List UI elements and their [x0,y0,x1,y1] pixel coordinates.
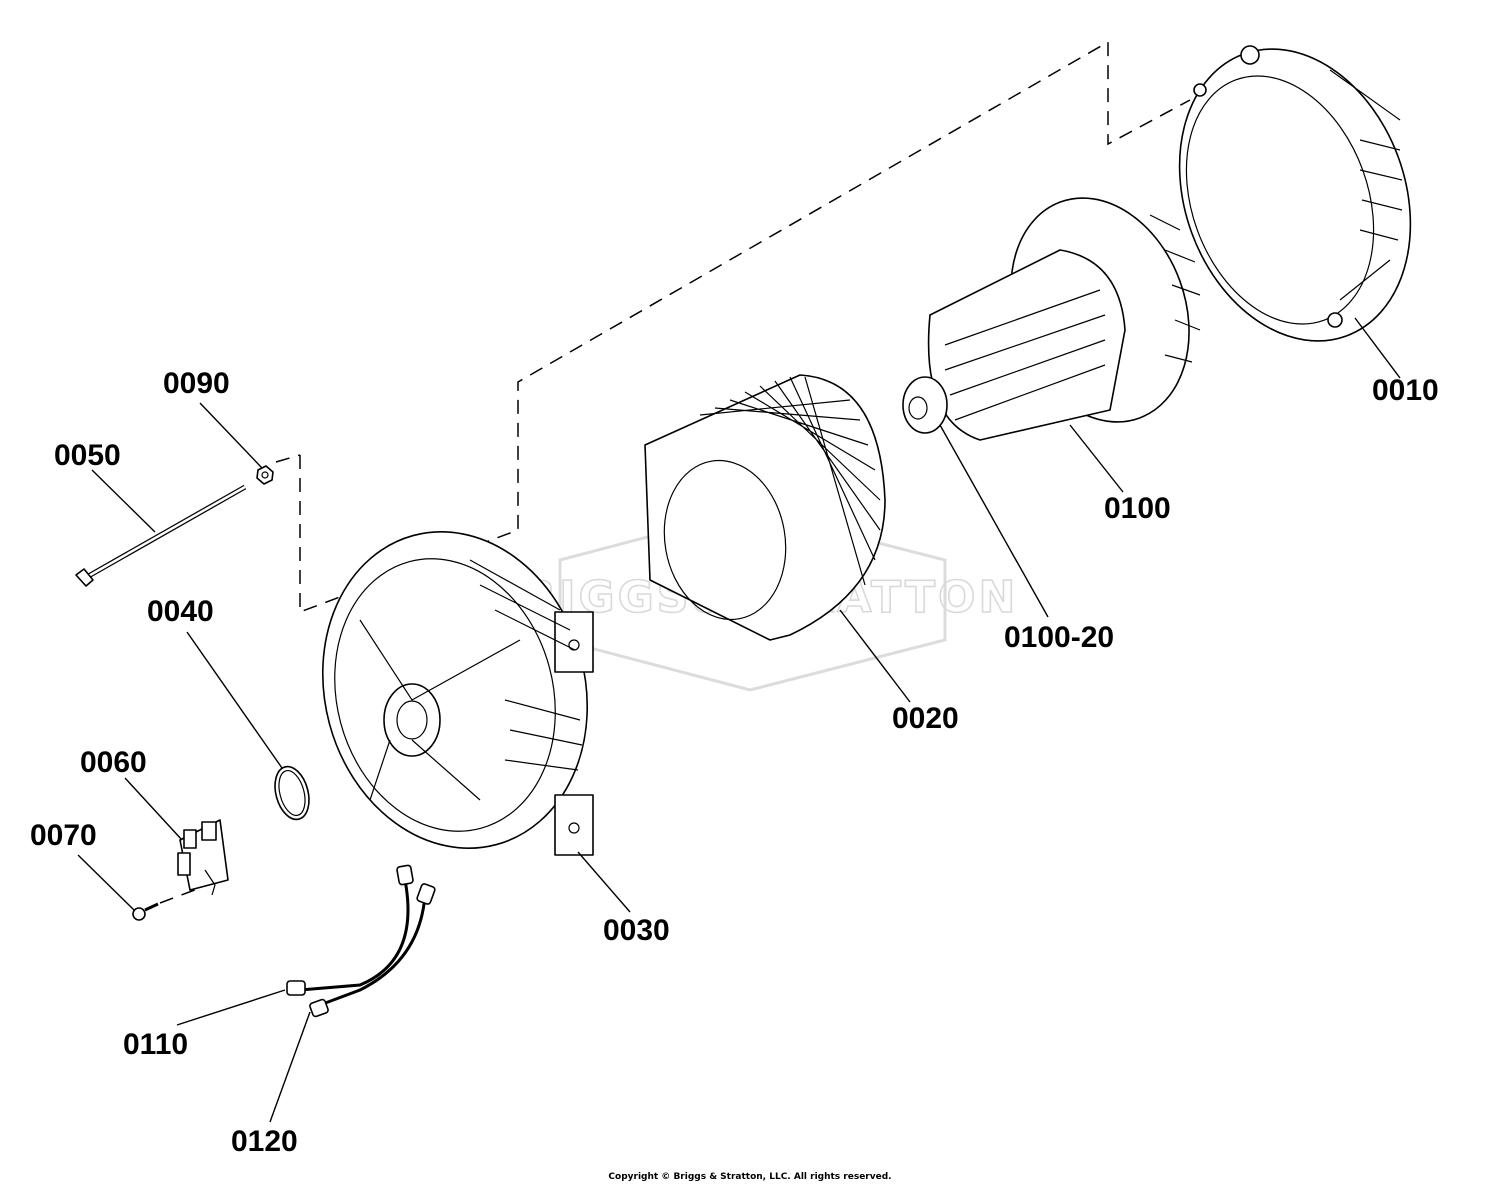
leader-0050 [91,469,156,533]
callout-0020: 0020 [892,702,959,735]
part-0030-end-housing [321,531,594,856]
leader-0040 [186,631,283,769]
callout-0120: 0120 [231,1125,298,1158]
copyright-notice: Copyright © Briggs & Stratton, LLC. All … [608,1172,891,1182]
part-0060-brush-holder [177,819,229,896]
assembly-dashed-line [299,40,1191,614]
leader-0100-20 [939,424,1049,618]
callout-0040: 0040 [147,595,214,628]
callout-0010: 0010 [1372,374,1439,407]
callout-0090: 0090 [163,367,230,400]
callout-0070: 0070 [30,819,97,852]
callout-0110: 0110 [123,1028,188,1061]
leader-0070 [77,854,135,911]
part-0040-o-ring [274,765,310,821]
leader-0090 [199,402,263,469]
leader-0030 [577,851,631,913]
callout-0030: 0030 [603,914,670,947]
callout-0060: 0060 [80,746,147,779]
leader-0110 [176,989,286,1026]
part-0020-stator [644,374,886,641]
leader-0120 [269,1011,311,1123]
part-0100-rotor [902,197,1201,441]
assembly-dashed-line-short [275,454,301,463]
leader-0020 [839,609,911,703]
part-0050-bolt [75,484,247,587]
part-0010-housing-ring [1178,45,1412,342]
part-0070-screw [132,887,201,921]
leader-lines [77,317,1401,1123]
part-0090-nut [256,465,274,485]
callout-labels: 0010 0020 0030 0040 0050 0060 0070 0090 … [30,367,1439,1158]
leader-0100 [1069,424,1124,493]
callout-0100-20: 0100-20 [1004,621,1114,654]
part-0110-0120-wire-harness [286,864,436,1018]
callout-0100: 0100 [1104,492,1171,525]
leader-0010 [1354,317,1401,379]
leader-0060 [124,777,183,841]
callout-0050: 0050 [54,439,121,472]
